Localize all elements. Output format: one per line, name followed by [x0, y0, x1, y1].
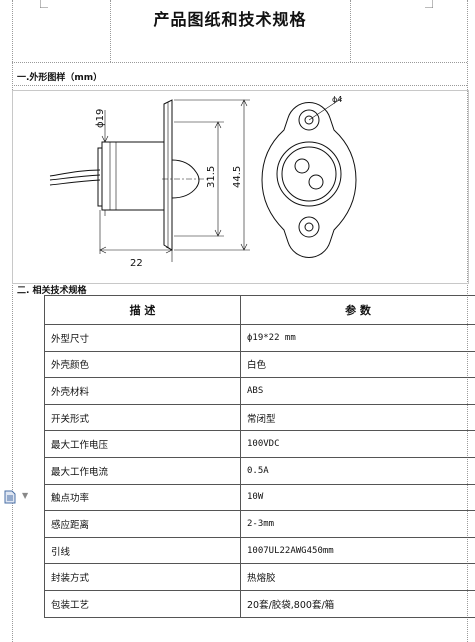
spec-desc: 外壳材料 [44, 377, 241, 405]
section-heading-specs: 二. 相关技术规格 [17, 286, 87, 296]
spec-desc: 引线 [44, 536, 241, 565]
section-heading-drawing: 一.外形图样（mm） [17, 73, 103, 83]
spec-desc: 感应距离 [44, 510, 241, 538]
spec-desc: 包装工艺 [44, 589, 241, 618]
spec-desc: 外型尺寸 [44, 324, 241, 352]
header-guide [12, 62, 467, 63]
page-title: 产品图纸和技术规格 [153, 10, 307, 29]
dim-hole-label: ϕ4 [332, 95, 342, 104]
header-description: 描 述 [44, 295, 241, 325]
spec-desc: 最大工作电流 [44, 456, 241, 485]
technical-drawing: ϕ19 22 31.5 44.5 ϕ4 [49, 95, 357, 269]
spec-desc: 开关形式 [44, 403, 241, 432]
drawing-frame [12, 90, 469, 284]
corner-mark-left [40, 0, 48, 8]
dim-inner-height-label: 31.5 [206, 166, 217, 188]
lead-wire [49, 169, 101, 177]
spec-param: ϕ19*22 mm [240, 324, 475, 352]
corner-mark-right [425, 0, 433, 8]
dim-body-diameter-label: ϕ19 [95, 109, 106, 128]
spec-param: 100VDC [240, 430, 475, 458]
mount-hole-bottom [298, 216, 320, 238]
document-icon[interactable] [3, 490, 17, 504]
front-view-flange [261, 102, 357, 258]
spec-param: ABS [240, 377, 475, 405]
spec-param: 热熔胶 [240, 563, 475, 591]
table-row: 开关形式常闭型 [44, 403, 475, 432]
title-guide-right [350, 0, 351, 62]
spec-param: 白色 [240, 350, 475, 379]
title-guide-left [110, 0, 111, 62]
mount-hole-top [298, 109, 320, 131]
table-row: 外壳颜色白色 [44, 350, 475, 379]
spec-desc: 最大工作电压 [44, 430, 241, 458]
margin-guide-left [12, 0, 13, 642]
table-row: 封装方式热熔胶 [44, 563, 475, 591]
sensor-barrel [101, 141, 165, 211]
spec-desc: 封装方式 [44, 563, 241, 591]
header-parameter: 参 数 [240, 295, 475, 325]
dim-outer-height-label: 44.5 [232, 166, 243, 188]
spec-param: 2-3mm [240, 510, 475, 538]
spec-table-header: 描 述 参 数 [44, 295, 475, 325]
chevron-down-icon[interactable]: ▼ [22, 491, 29, 500]
spec-param: 0.5A [240, 456, 475, 485]
spec-desc: 外壳颜色 [44, 350, 241, 379]
dim-length-label: 22 [130, 258, 143, 269]
spec-param: 20套/胶袋,800套/箱 [240, 589, 475, 618]
spec-param: 10W [240, 483, 475, 512]
section-guide [12, 85, 467, 86]
spec-param: 常闭型 [240, 403, 475, 432]
front-view-body [276, 141, 342, 207]
spec-desc: 触点功率 [44, 483, 241, 512]
spec-param: 1007UL22AWG450mm [240, 536, 475, 565]
